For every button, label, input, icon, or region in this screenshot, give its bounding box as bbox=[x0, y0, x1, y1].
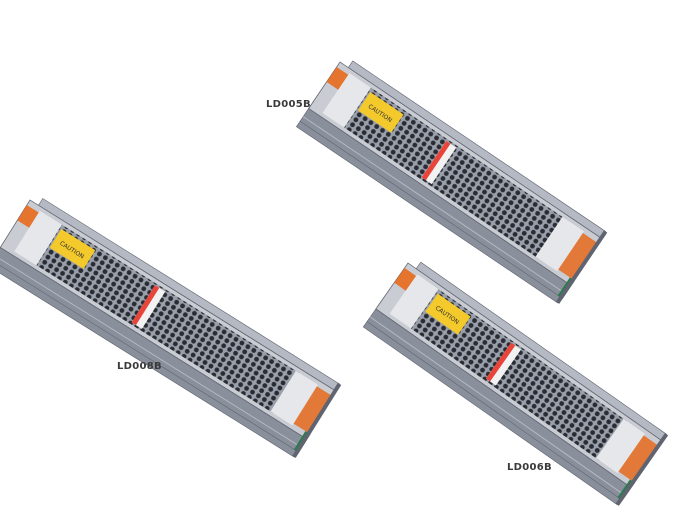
model-label: LD006B bbox=[507, 462, 552, 473]
model-label: LD005B bbox=[266, 99, 311, 110]
model-label: LD008B bbox=[117, 361, 162, 372]
